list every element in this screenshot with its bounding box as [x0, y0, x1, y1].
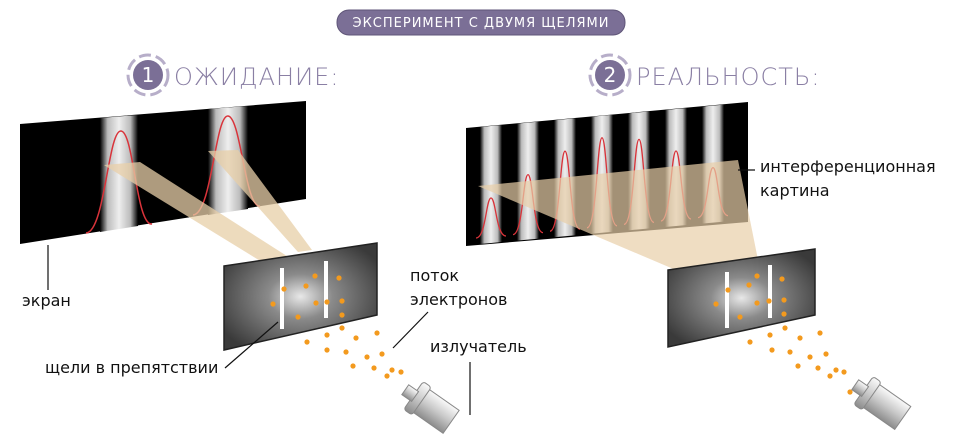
electron-dot: [364, 354, 370, 360]
emitter-right: [851, 377, 912, 431]
panel-1-number: 1: [142, 63, 155, 87]
electron-dot: [823, 351, 829, 357]
electron-dot: [833, 367, 839, 373]
electron-dot: [339, 312, 345, 318]
electron-dot: [353, 335, 359, 341]
diagram-title: ЭКСПЕРИМЕНТ С ДВУМЯ ЩЕЛЯМИ: [353, 16, 610, 31]
electron-dot: [324, 299, 330, 305]
electron-dot: [313, 300, 319, 306]
label-emitter: излучатель: [430, 337, 527, 356]
electron-dot: [374, 330, 380, 336]
label-stream-2: электронов: [410, 290, 507, 309]
electron-dot: [339, 325, 345, 331]
electron-dot: [339, 298, 345, 304]
electron-dot: [747, 339, 753, 345]
electron-dot: [754, 300, 760, 306]
electron-dot: [767, 332, 773, 338]
electron-dot: [817, 330, 823, 336]
electron-dot: [350, 363, 356, 369]
expected-slit-plate: [223, 242, 378, 351]
panel-2-header: 2 РЕАЛЬНОСТЬ:: [588, 53, 820, 97]
electron-dot: [781, 297, 787, 303]
electron-dot: [324, 347, 330, 353]
slit: [725, 272, 729, 328]
electron-dot: [303, 283, 309, 289]
electron-dot: [827, 373, 833, 379]
reality-slit-plate: [667, 248, 816, 348]
electron-dot: [781, 311, 787, 317]
electron-dot: [807, 354, 813, 360]
electron-dot: [379, 351, 385, 357]
electron-dot: [270, 301, 276, 307]
electron-dot: [398, 369, 404, 375]
electron-dot: [384, 373, 390, 379]
reality-beam: [478, 160, 760, 276]
slit: [280, 268, 284, 329]
electron-dot: [787, 349, 793, 355]
electron-dot: [795, 363, 801, 369]
title-badge: ЭКСПЕРИМЕНТ С ДВУМЯ ЩЕЛЯМИ: [336, 9, 626, 36]
expected-screen: [20, 101, 306, 244]
electron-dot: [766, 298, 772, 304]
electron-dot: [371, 365, 377, 371]
slit: [324, 261, 328, 318]
electron-dot: [336, 275, 342, 281]
electron-dot: [281, 286, 287, 292]
intensity-curve: [475, 197, 507, 239]
electron-dot: [841, 369, 847, 375]
electron-dot: [343, 349, 349, 355]
electron-dot: [815, 365, 821, 371]
electron-dot: [324, 332, 330, 338]
panel-1-header: 1 ОЖИДАНИЕ:: [126, 53, 339, 97]
electron-dot: [746, 282, 752, 288]
emitter-left: [401, 382, 460, 434]
electron-dot: [779, 276, 785, 282]
panel-2-heading: РЕАЛЬНОСТЬ:: [636, 63, 820, 91]
leader-lines: [47, 169, 755, 415]
label-pattern-2: картина: [760, 181, 830, 200]
electron-dot: [847, 389, 853, 395]
panel-1-heading: ОЖИДАНИЕ:: [174, 63, 339, 91]
electron-dot: [782, 325, 788, 331]
electron-dot: [725, 287, 731, 293]
intensity-curve: [512, 173, 544, 236]
expected-beams: [104, 150, 312, 262]
electron-dot: [389, 367, 395, 373]
electron-dots: [270, 273, 853, 395]
electron-dot: [304, 339, 310, 345]
electron-dot: [295, 314, 301, 320]
label-screen: экран: [22, 291, 71, 310]
label-stream-1: поток: [410, 266, 459, 285]
electron-dot: [737, 314, 743, 320]
panel-2-number: 2: [604, 63, 617, 87]
label-pattern-1: интерференционная: [760, 157, 936, 176]
electron-dot: [769, 347, 775, 353]
slit: [768, 265, 772, 318]
label-slits: щели в препятствии: [45, 358, 218, 377]
electron-dot: [713, 301, 719, 307]
electron-dot: [797, 335, 803, 341]
electron-dot: [312, 273, 318, 279]
electron-dot: [754, 273, 760, 279]
